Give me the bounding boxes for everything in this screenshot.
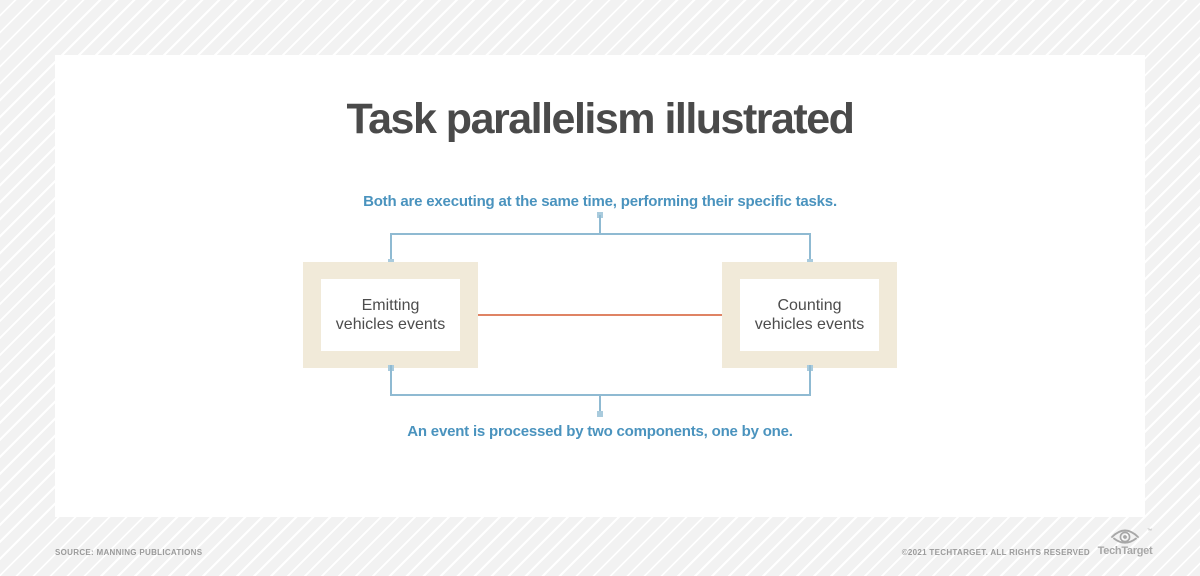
box-emitting-inner: Emitting vehicles events (321, 279, 460, 351)
box-counting-vehicles-events: Counting vehicles events (722, 262, 897, 368)
connector-bottom-stub (599, 394, 601, 414)
connector-bottom-left-vertical (390, 365, 392, 396)
techtarget-wordmark: TechTarget (1097, 545, 1153, 557)
box-emitting-vehicles-events: Emitting vehicles events (303, 262, 478, 368)
connector-top-right-vertical (809, 233, 811, 264)
content-panel (55, 55, 1145, 517)
techtarget-logo: ™ TechTarget (1096, 528, 1154, 557)
page-title: Task parallelism illustrated (346, 95, 855, 143)
connector-top-horizontal (390, 233, 811, 235)
connector-red-line (478, 314, 722, 316)
caption-bottom: An event is processed by two components,… (407, 423, 793, 440)
connector-bottom-right-vertical (809, 365, 811, 396)
box-counting-inner: Counting vehicles events (740, 279, 879, 351)
techtarget-eye-icon (1111, 529, 1139, 544)
connector-endpoint-bottom-center (597, 411, 603, 417)
trademark-symbol: ™ (1147, 528, 1152, 534)
caption-top: Both are executing at the same time, per… (363, 193, 837, 210)
footer-copyright: ©2021 TECHTARGET. ALL RIGHTS RESERVED (901, 548, 1090, 557)
box-counting-label: Counting vehicles events (754, 296, 865, 333)
connector-top-stub (599, 215, 601, 235)
box-emitting-label: Emitting vehicles events (335, 296, 446, 333)
footer-source-credit: SOURCE: MANNING PUBLICATIONS (55, 548, 203, 557)
connector-top-left-vertical (390, 233, 392, 264)
